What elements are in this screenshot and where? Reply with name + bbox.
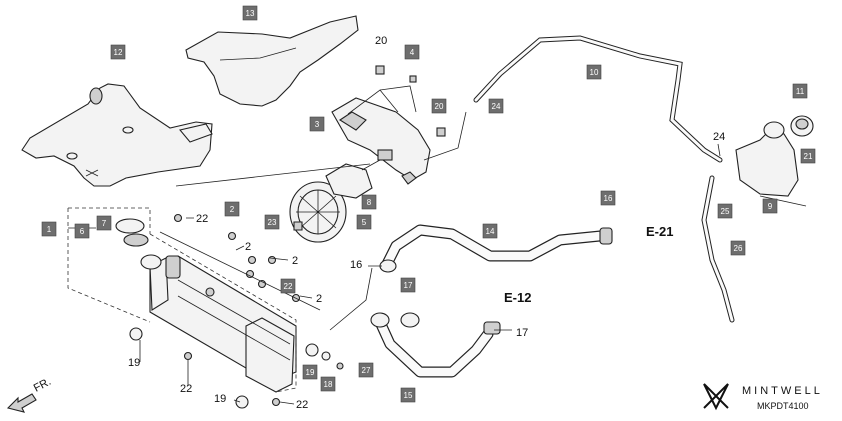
callout-21: 21 bbox=[800, 148, 816, 164]
callout-6: 6 bbox=[74, 223, 90, 239]
callout-8: 8 bbox=[361, 194, 377, 210]
label-16: 16 bbox=[350, 259, 362, 271]
callout-2a: 2 bbox=[224, 201, 240, 217]
svg-text:19: 19 bbox=[306, 368, 315, 377]
label-22a: 22 bbox=[196, 213, 208, 225]
callout-11: 11 bbox=[792, 83, 808, 99]
callout-22a: 22 bbox=[280, 278, 296, 294]
direction-label: FR. bbox=[32, 376, 53, 395]
fan-motor-part-8 bbox=[325, 149, 393, 199]
label-2b: 2 bbox=[292, 255, 298, 267]
svg-text:23: 23 bbox=[268, 218, 277, 227]
callout-25: 25 bbox=[717, 203, 733, 219]
svg-text:27: 27 bbox=[362, 366, 371, 375]
diagram-code: MKPDT4100 bbox=[757, 401, 809, 411]
svg-text:10: 10 bbox=[590, 68, 599, 77]
callout-24: 24 bbox=[488, 98, 504, 114]
svg-text:8: 8 bbox=[367, 198, 372, 207]
callout-9: 9 bbox=[762, 198, 778, 214]
svg-text:13: 13 bbox=[246, 9, 255, 18]
hose-part-26 bbox=[701, 175, 735, 323]
cover-part-13 bbox=[185, 15, 359, 107]
callout-15: 15 bbox=[400, 387, 416, 403]
label-19a: 19 bbox=[128, 357, 140, 369]
svg-text:3: 3 bbox=[315, 120, 320, 129]
callout-3: 3 bbox=[309, 116, 325, 132]
svg-text:7: 7 bbox=[102, 219, 107, 228]
section-ref-e21: E-21 bbox=[646, 224, 673, 239]
label-2c: 2 bbox=[316, 293, 322, 305]
callout-17: 17 bbox=[400, 277, 416, 293]
callout-27: 27 bbox=[358, 362, 374, 378]
radiator-cap-part-6 bbox=[115, 218, 149, 247]
label-17: 17 bbox=[516, 327, 528, 339]
svg-text:5: 5 bbox=[362, 218, 367, 227]
callout-13: 13 bbox=[242, 5, 258, 21]
svg-text:2: 2 bbox=[230, 205, 235, 214]
callout-1: 1 bbox=[41, 221, 57, 237]
callout-7: 7 bbox=[96, 215, 112, 231]
svg-text:12: 12 bbox=[114, 48, 123, 57]
svg-text:21: 21 bbox=[804, 152, 813, 161]
label-22c: 22 bbox=[296, 399, 308, 411]
svg-text:4: 4 bbox=[410, 48, 415, 57]
callout-23: 23 bbox=[264, 214, 280, 230]
brand-name: MINTWELL bbox=[742, 385, 823, 397]
callout-5: 5 bbox=[356, 214, 372, 230]
callout-10: 10 bbox=[586, 64, 602, 80]
brand-logo: MINTWELL MKPDT4100 bbox=[703, 383, 823, 411]
shroud-part-12 bbox=[21, 83, 213, 187]
reserve-tank-part-9 bbox=[735, 121, 807, 207]
svg-text:26: 26 bbox=[734, 244, 743, 253]
hose-part-15 bbox=[370, 312, 501, 378]
svg-text:25: 25 bbox=[721, 207, 730, 216]
label-24: 24 bbox=[713, 131, 725, 143]
svg-text:14: 14 bbox=[486, 227, 495, 236]
front-direction-arrow: FR. bbox=[6, 376, 53, 413]
svg-text:18: 18 bbox=[324, 380, 333, 389]
svg-text:17: 17 bbox=[404, 281, 413, 290]
tank-cap-part-11 bbox=[790, 115, 814, 137]
callout-12: 12 bbox=[110, 44, 126, 60]
callout-18: 18 bbox=[320, 376, 336, 392]
callout-14: 14 bbox=[482, 223, 498, 239]
fasteners bbox=[129, 213, 344, 409]
svg-text:24: 24 bbox=[492, 102, 501, 111]
bolt-part-23 bbox=[293, 221, 303, 231]
label-22b: 22 bbox=[180, 383, 192, 395]
label-19b: 19 bbox=[214, 393, 226, 405]
svg-text:9: 9 bbox=[768, 202, 773, 211]
svg-text:6: 6 bbox=[80, 227, 85, 236]
radiator-part-1 bbox=[140, 254, 297, 393]
callout-26: 26 bbox=[730, 240, 746, 256]
group-outline bbox=[67, 85, 467, 393]
svg-text:20: 20 bbox=[435, 102, 444, 111]
callout-20a: 20 bbox=[431, 98, 447, 114]
svg-text:22: 22 bbox=[284, 282, 293, 291]
svg-text:15: 15 bbox=[404, 391, 413, 400]
label-2a: 2 bbox=[245, 241, 251, 253]
callout-16: 16 bbox=[600, 190, 616, 206]
callout-4: 4 bbox=[404, 44, 420, 60]
section-ref-e12: E-12 bbox=[504, 290, 531, 305]
label-20a: 20 bbox=[375, 35, 387, 47]
hose-part-10 bbox=[473, 35, 723, 163]
callout-19a: 19 bbox=[302, 364, 318, 380]
svg-text:1: 1 bbox=[47, 225, 52, 234]
fan-part-5 bbox=[289, 181, 347, 243]
bracket-part-3 bbox=[331, 65, 446, 185]
svg-text:16: 16 bbox=[604, 194, 613, 203]
svg-text:11: 11 bbox=[796, 87, 805, 96]
hose-part-14 bbox=[379, 224, 613, 273]
